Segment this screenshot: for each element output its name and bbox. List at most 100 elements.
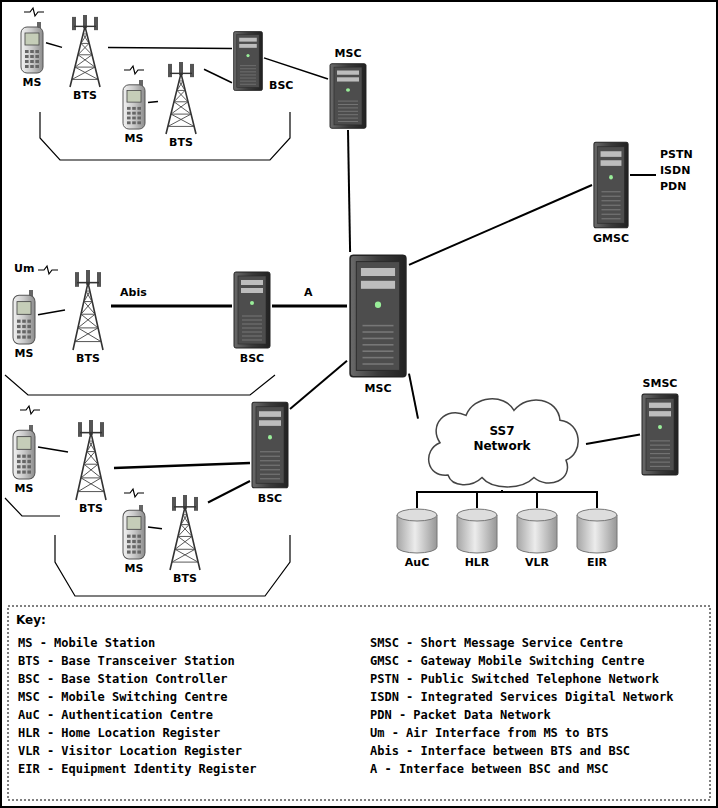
vent-line bbox=[650, 453, 670, 454]
phone-key bbox=[30, 65, 34, 68]
switching-server: BSC bbox=[232, 270, 272, 350]
network-link bbox=[586, 435, 640, 445]
phone-key bbox=[132, 121, 136, 124]
drive-bay bbox=[361, 268, 395, 276]
key-text: EIR - Equipment Identity Register bbox=[18, 762, 256, 777]
phone-key bbox=[30, 50, 34, 53]
key-heading: Key: bbox=[16, 614, 46, 627]
drive-bay bbox=[337, 71, 359, 75]
network-link bbox=[38, 310, 65, 315]
network-link bbox=[290, 361, 347, 409]
database-top bbox=[397, 509, 437, 521]
vent-line bbox=[260, 465, 280, 466]
key-text: HLR - Home Location Register bbox=[18, 726, 220, 741]
drive-bay bbox=[361, 281, 395, 289]
phone-screen bbox=[127, 91, 141, 103]
vent-line bbox=[602, 209, 621, 210]
vent-line bbox=[363, 344, 394, 346]
phone-key bbox=[27, 330, 31, 333]
drive-bay bbox=[337, 77, 359, 81]
network-label: ISDN bbox=[660, 164, 690, 177]
phone-key bbox=[35, 55, 39, 58]
node-label: MSC bbox=[365, 382, 392, 395]
interface-label: Abis bbox=[118, 286, 149, 299]
vent-line bbox=[242, 340, 262, 341]
server-front bbox=[256, 407, 284, 484]
phone-key bbox=[27, 325, 31, 328]
server-case bbox=[234, 272, 270, 348]
base-transceiver-station-icon bbox=[68, 420, 114, 500]
node-label: BSC bbox=[269, 79, 293, 92]
phone-key bbox=[132, 535, 136, 538]
phone-key bbox=[35, 60, 39, 63]
vent-line bbox=[602, 205, 621, 206]
node-label: EIR bbox=[587, 556, 607, 569]
server-front bbox=[334, 67, 362, 125]
server-case bbox=[252, 402, 288, 488]
phone-body bbox=[21, 27, 43, 73]
drive-bay bbox=[239, 38, 257, 42]
switching-server: GMSC bbox=[592, 140, 630, 230]
network-link bbox=[348, 130, 350, 252]
phone-key bbox=[17, 465, 21, 468]
phone-key bbox=[127, 107, 131, 110]
node-label: MS bbox=[15, 347, 34, 360]
network-link bbox=[264, 58, 328, 79]
switching-server-icon bbox=[232, 270, 272, 350]
server-case bbox=[594, 142, 628, 228]
vent-line bbox=[338, 114, 358, 115]
node-label: BTS bbox=[79, 502, 103, 515]
phone-key bbox=[127, 540, 131, 543]
antenna-panel bbox=[168, 64, 172, 77]
power-light bbox=[609, 175, 613, 180]
phone-key bbox=[17, 320, 21, 323]
switching-server-icon bbox=[640, 392, 680, 477]
drive-bay bbox=[239, 44, 257, 48]
vent-line bbox=[650, 440, 670, 441]
key-text: Um - Air Interface from MS to BTS bbox=[370, 726, 608, 741]
vent-line bbox=[242, 328, 262, 329]
key-text: BTS - Base Transceiver Station bbox=[18, 654, 235, 669]
vent-line bbox=[363, 357, 394, 359]
phone-key bbox=[22, 330, 26, 333]
key-entry: SMSC - Short Message Service Centre bbox=[370, 636, 623, 651]
switching-server: MSC bbox=[328, 62, 368, 130]
switching-server: BSC bbox=[250, 400, 290, 490]
key-entry: BTS - Base Transceiver Station bbox=[18, 654, 235, 669]
key-box bbox=[8, 606, 710, 800]
network-link bbox=[477, 490, 502, 508]
network-link bbox=[417, 490, 502, 508]
node-label: MSC bbox=[335, 47, 362, 60]
vent-line bbox=[242, 320, 262, 321]
key-entry: MSC - Mobile Switching Centre bbox=[18, 690, 228, 705]
node-label: AuC bbox=[405, 556, 429, 569]
antenna-panel bbox=[100, 422, 104, 437]
network-label: PDN bbox=[660, 180, 686, 193]
phone-key bbox=[137, 112, 141, 115]
key-entry: MS - Mobile Station bbox=[18, 636, 155, 651]
phone-key bbox=[27, 335, 31, 338]
drive-bay bbox=[649, 403, 671, 408]
phone-key bbox=[22, 470, 26, 473]
vent-line bbox=[240, 84, 256, 85]
node-label: GMSC bbox=[593, 232, 629, 245]
server-front bbox=[238, 276, 266, 344]
vent-line bbox=[650, 449, 670, 450]
phone-body bbox=[123, 510, 145, 559]
cell-outline bbox=[40, 112, 290, 160]
key-entry: GMSC - Gateway Mobile Switching Centre bbox=[370, 654, 645, 669]
phone-key bbox=[127, 535, 131, 538]
antenna-panel bbox=[194, 497, 198, 511]
key-text: A - Interface between BSC and MSC bbox=[370, 762, 608, 777]
phone-screen bbox=[17, 437, 31, 450]
server-front bbox=[237, 35, 259, 88]
node-label: BTS bbox=[173, 572, 197, 585]
phone-key bbox=[17, 460, 21, 463]
key-text: MSC - Mobile Switching Centre bbox=[18, 690, 228, 705]
database-top bbox=[577, 509, 617, 521]
phone-key bbox=[22, 455, 26, 458]
radio-symbol bbox=[38, 266, 58, 274]
vent-line bbox=[602, 218, 621, 219]
drive-bay bbox=[649, 411, 671, 416]
